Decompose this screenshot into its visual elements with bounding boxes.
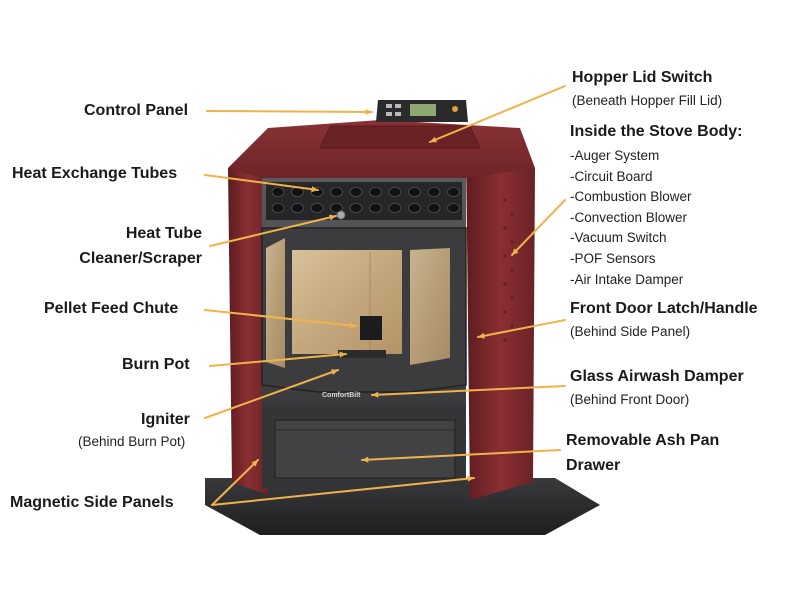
heat-exchange-tube: [330, 203, 343, 213]
left-side-panel: [228, 150, 268, 495]
heat-exchange-tube: [291, 187, 304, 197]
label-igniter: Igniter: [141, 411, 190, 428]
label-inside-stove-body: Inside the Stove Body:: [570, 123, 743, 140]
list-item: -Auger System: [570, 148, 660, 163]
heat-exchange-tube: [349, 203, 363, 213]
hopper-fill-lid: [319, 125, 481, 149]
label-front-door-latch: Front Door Latch/Handle: [570, 300, 758, 317]
inside-stove-body-list: -Auger System -Circuit Board -Combustion…: [570, 146, 692, 290]
heat-exchange-tube: [388, 187, 402, 197]
heat-tube-scraper-knob: [336, 210, 346, 220]
arrow-magnetic-side-panel-left: [211, 459, 259, 506]
pellet-feed-chute: [360, 316, 382, 340]
arrow-burn-pot: [209, 351, 347, 367]
heat-exchange-tube: [427, 203, 441, 213]
list-item: -Convection Blower: [570, 209, 688, 225]
arrow-front-door-latch: [477, 319, 566, 339]
heat-exchange-tube: [447, 203, 460, 213]
label-ash-pan-line1: Removable Ash Pan: [566, 432, 720, 449]
base-plate: [205, 478, 600, 535]
heat-exchange-tube: [408, 187, 421, 197]
heat-exchange-tube: [369, 203, 382, 213]
label-pellet-feed-chute: Pellet Feed Chute: [44, 300, 179, 317]
label-glass-airwash-note: (Behind Front Door): [570, 392, 690, 407]
main-glass-window: [292, 250, 402, 354]
arrow-hopper-lid-switch: [429, 85, 566, 143]
heat-exchange-tube: [447, 187, 460, 197]
heat-exchange-tube: [291, 203, 304, 213]
left-glass-pane: [266, 238, 285, 368]
list-item: -Circuit Board: [570, 168, 653, 184]
control-panel-buttons: [386, 104, 401, 116]
label-igniter-note: (Behind Burn Pot): [78, 434, 186, 449]
arrow-inside-stove-body: [511, 199, 566, 256]
arrow-heat-tube-cleaner: [209, 214, 337, 247]
arrow-heat-exchange-tubes: [204, 174, 319, 193]
label-ash-pan-line2: Drawer: [566, 457, 621, 474]
heat-exchange-tube: [408, 203, 421, 213]
label-hopper-lid-note: (Beneath Hopper Fill Lid): [572, 93, 723, 108]
label-glass-airwash-damper: Glass Airwash Damper: [570, 368, 744, 385]
label-heat-tube-cleaner-line1: Heat Tube: [125, 225, 202, 242]
leader-lines: [204, 85, 566, 506]
label-burn-pot: Burn Pot: [122, 356, 190, 373]
heat-exchange-tube: [349, 187, 363, 197]
label-control-panel: Control Panel: [84, 102, 189, 119]
heat-exchange-tube: [369, 187, 382, 197]
label-magnetic-side-panels: Magnetic Side Panels: [10, 494, 174, 511]
heat-exchange-tube: [427, 187, 441, 197]
control-panel-display: [410, 104, 436, 116]
heat-exchange-tubes: [271, 187, 460, 213]
list-item: -Combustion Blower: [570, 189, 692, 205]
control-panel-indicator: [452, 106, 458, 112]
arrow-pellet-feed-chute: [204, 309, 357, 329]
label-heat-tube-cleaner-line2: Cleaner/Scraper: [79, 250, 202, 267]
brand-logo: ComfortBilt: [322, 392, 361, 399]
heat-exchange-tube: [271, 203, 285, 213]
removable-ash-pan-drawer: [274, 419, 456, 479]
right-glass-pane: [410, 248, 450, 365]
label-hopper-lid-switch: Hopper Lid Switch: [572, 69, 713, 86]
heat-exchange-tube: [310, 203, 324, 213]
arrow-magnetic-side-panel-right: [211, 475, 475, 506]
arrow-igniter: [204, 369, 339, 419]
side-panel-vent-pattern: [503, 198, 514, 342]
label-front-door-note: (Behind Side Panel): [570, 324, 691, 339]
heat-exchange-tube: [388, 203, 402, 213]
burn-pot: [338, 350, 386, 358]
heat-exchange-tube: [271, 187, 285, 197]
right-side-panel: [466, 150, 535, 500]
heat-exchange-tube: [330, 187, 343, 197]
label-heat-exchange-tubes: Heat Exchange Tubes: [12, 165, 178, 182]
list-item: -Vacuum Switch: [570, 230, 667, 246]
list-item: -Air Intake Damper: [570, 271, 684, 287]
list-item: -POF Sensors: [570, 250, 656, 266]
arrow-ash-pan-drawer: [361, 449, 561, 463]
arrow-glass-airwash-damper: [371, 385, 566, 398]
arrow-control-panel: [206, 108, 373, 116]
